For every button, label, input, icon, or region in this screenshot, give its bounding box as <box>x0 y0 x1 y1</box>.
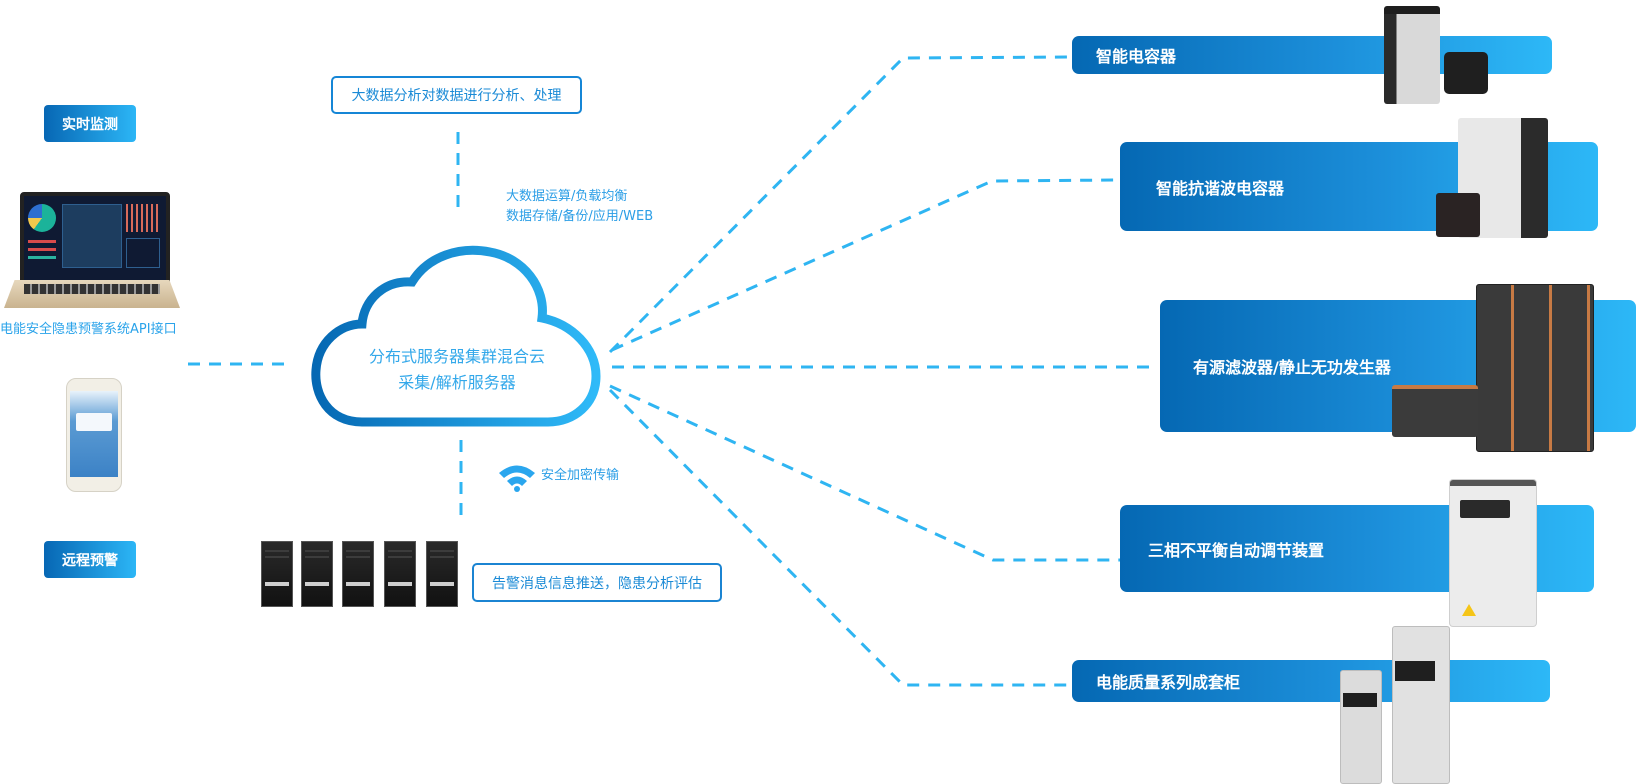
alert-push-box: 告警消息信息推送，隐患分析评估 <box>472 563 722 602</box>
realtime-monitor-badge: 实时监测 <box>44 105 136 142</box>
cloud-icon <box>311 245 601 427</box>
link-cloud-to-product-4 <box>609 384 1120 562</box>
link-cloud-to-product-5 <box>608 388 1072 687</box>
compute-caption: 大数据运算/负载均衡 数据存储/备份/应用/WEB <box>506 187 653 227</box>
cloud-caption: 分布式服务器集群混合云 采集/解析服务器 <box>327 344 587 396</box>
realtime-monitor-label: 实时监测 <box>62 116 118 133</box>
product-band-5: 电能质量系列成套柜 <box>1072 660 1550 702</box>
link-cloud-to-product-1 <box>608 55 1073 354</box>
wifi-icon <box>499 465 535 492</box>
server-tower <box>342 541 374 607</box>
link-cloud-to-product-2 <box>611 178 1121 352</box>
server-tower <box>426 541 458 607</box>
server-tower <box>261 541 293 607</box>
cloud-line-2: 采集/解析服务器 <box>398 373 516 392</box>
alert-push-label: 告警消息信息推送，隐患分析评估 <box>492 575 702 592</box>
product-label-4: 三相不平衡自动调节装置 <box>1148 540 1325 560</box>
cloud-line-1: 分布式服务器集群混合云 <box>368 347 545 366</box>
product-label-3: 有源滤波器/静止无功发生器 <box>1193 358 1391 377</box>
remote-alert-badge: 远程预警 <box>44 541 136 578</box>
bigdata-analysis-label: 大数据分析对数据进行分析、处理 <box>351 88 562 104</box>
remote-alert-label: 远程预警 <box>62 552 118 569</box>
product-label-2: 智能抗谐波电容器 <box>1156 178 1285 198</box>
secure-transmission-label: 安全加密传输 <box>541 468 620 483</box>
bigdata-analysis-box: 大数据分析对数据进行分析、处理 <box>331 76 582 114</box>
compute-line-1: 大数据运算/负载均衡 <box>506 189 628 204</box>
api-interface-label: 电能安全隐患预警系统API接口 <box>0 322 177 337</box>
compute-line-2: 数据存储/备份/应用/WEB <box>506 209 654 224</box>
product-label-5: 电能质量系列成套柜 <box>1096 673 1241 692</box>
server-tower <box>301 541 333 607</box>
server-tower <box>384 541 416 607</box>
product-label-1: 智能电容器 <box>1096 47 1177 66</box>
